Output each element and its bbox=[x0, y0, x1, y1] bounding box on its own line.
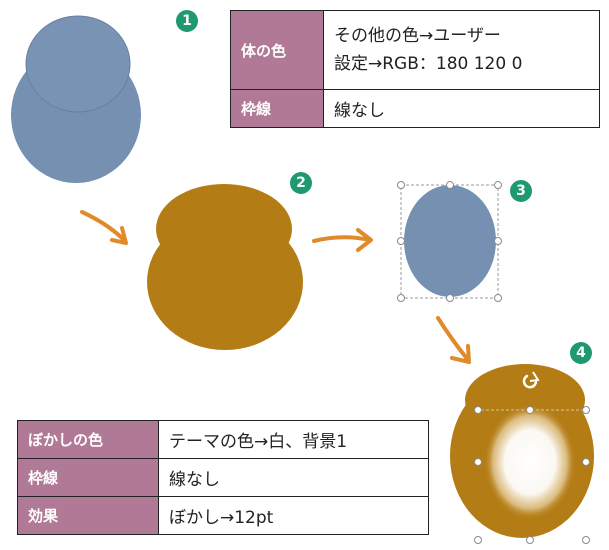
curved-arrow-icon bbox=[436, 316, 471, 364]
step1-blue-body bbox=[11, 15, 141, 183]
table-row: 体の色 その他の色→ユーザー 設定→RGB：180 120 0 bbox=[230, 10, 600, 90]
blur-settings-table: ぼかしの色 テーマの色→白、背景1 枠線 線なし 効果 ぼかし→12pt bbox=[17, 420, 429, 535]
step-badge-4: 4 bbox=[570, 342, 592, 364]
step-badge-3: 3 bbox=[510, 180, 532, 202]
outline-label: 枠線 bbox=[230, 89, 324, 128]
table-row: 効果 ぼかし→12pt bbox=[17, 496, 429, 535]
step-badge-2: 2 bbox=[290, 172, 312, 194]
blue-ellipse bbox=[404, 185, 496, 297]
step-badge-1: 1 bbox=[176, 10, 198, 32]
selection-handles bbox=[474, 406, 590, 544]
body-color-label: 体の色 bbox=[230, 10, 324, 90]
outline-label: 枠線 bbox=[17, 458, 159, 497]
blur-color-label: ぼかしの色 bbox=[17, 420, 159, 459]
table-row: 枠線 線なし bbox=[17, 458, 429, 497]
step2-brown-body bbox=[147, 184, 303, 350]
body-color-value-line1: その他の色→ユーザー bbox=[334, 26, 501, 46]
blurred-white-ellipse bbox=[484, 404, 576, 520]
selection-handles bbox=[397, 181, 502, 302]
body-settings-table: 体の色 その他の色→ユーザー 設定→RGB：180 120 0 枠線 線なし bbox=[230, 10, 600, 128]
blur-color-value: テーマの色→白、背景1 bbox=[158, 420, 429, 459]
curved-arrow-icon bbox=[312, 228, 373, 252]
outline-value: 線なし bbox=[158, 458, 429, 497]
curved-arrow-icon bbox=[80, 210, 128, 245]
blue-body-upper bbox=[25, 15, 131, 113]
brown-body-upper bbox=[156, 184, 292, 274]
body-color-value-line2: 設定→RGB：180 120 0 bbox=[334, 54, 523, 74]
body-color-value: その他の色→ユーザー 設定→RGB：180 120 0 bbox=[323, 10, 600, 90]
outline-value: 線なし bbox=[323, 89, 600, 128]
effect-label: 効果 bbox=[17, 496, 159, 535]
step3-selected-ellipse bbox=[397, 181, 502, 302]
step4-brown-body-with-blur bbox=[450, 364, 594, 544]
table-row: ぼかしの色 テーマの色→白、背景1 bbox=[17, 420, 429, 459]
effect-value: ぼかし→12pt bbox=[158, 496, 429, 535]
table-row: 枠線 線なし bbox=[230, 89, 600, 128]
rotate-handle-icon bbox=[522, 371, 540, 389]
